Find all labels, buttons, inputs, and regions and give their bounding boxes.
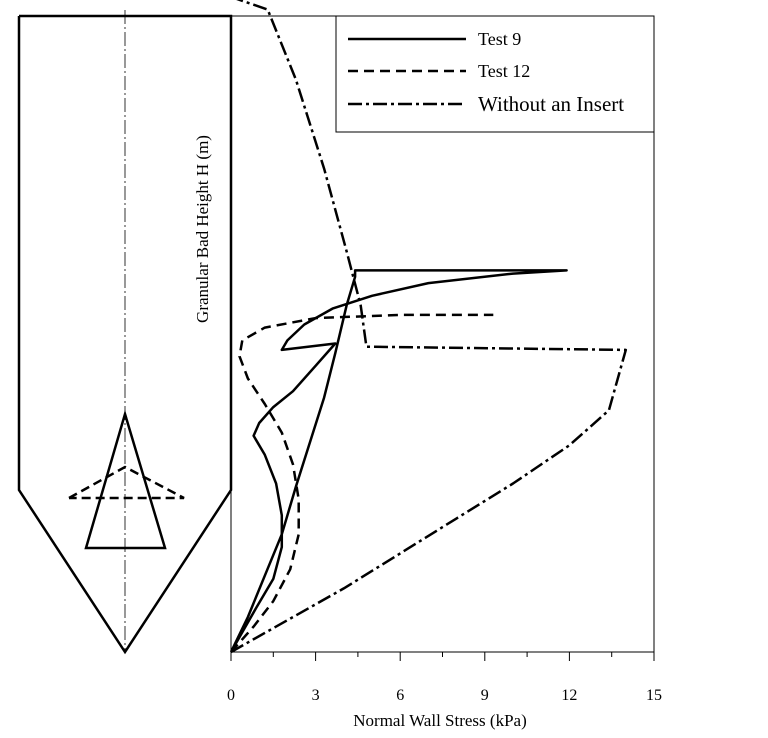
- insert-cone-test9: [84, 409, 167, 550]
- x-tick-label: 15: [646, 687, 662, 704]
- legend: Test 9 Test 12 Without an Insert: [335, 15, 655, 133]
- legend-label-test12: Test 12: [478, 61, 530, 81]
- legend-label-test9: Test 9: [478, 29, 521, 49]
- series-line-test-12: [230, 313, 494, 653]
- x-axis-label: Normal Wall Stress (kPa): [353, 711, 527, 730]
- y-axis-label: Granular Bad Height H (m): [193, 135, 212, 323]
- series-line-test-9: [229, 269, 568, 653]
- series-layer: [229, 0, 628, 654]
- x-tick-label: 12: [561, 687, 577, 704]
- x-tick-label: 9: [481, 687, 489, 704]
- insert-cone-test12: [68, 465, 185, 500]
- series-line-without-an-insert: [230, 0, 628, 654]
- x-axis: 0 3 6 9 12 15: [227, 652, 662, 704]
- x-tick-label: 0: [227, 687, 235, 704]
- legend-box: [335, 15, 655, 133]
- x-tick-label: 6: [396, 687, 404, 704]
- x-tick-label: 3: [312, 687, 320, 704]
- silo-diagram: [17, 10, 233, 655]
- legend-label-without-insert: Without an Insert: [478, 92, 624, 116]
- silo-outline: [17, 14, 233, 655]
